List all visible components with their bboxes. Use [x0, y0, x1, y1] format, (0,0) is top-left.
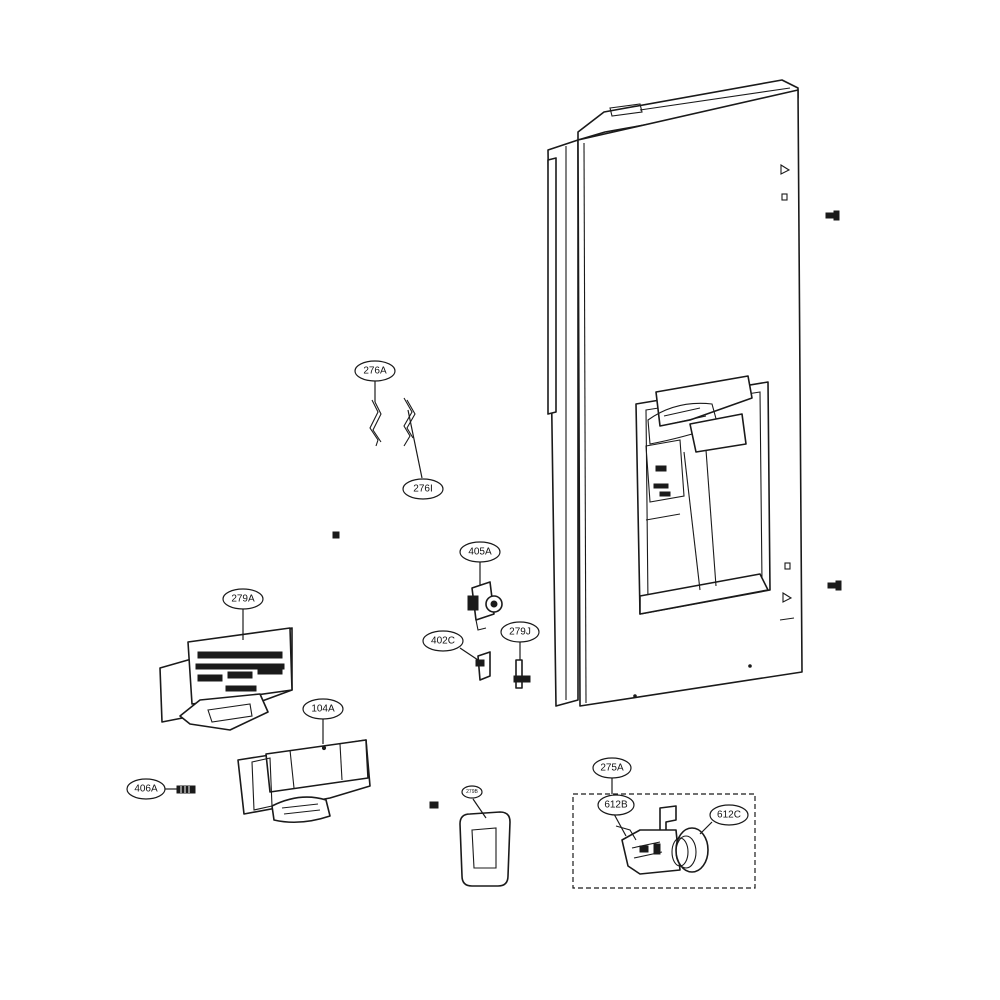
cover-part: [459, 811, 511, 887]
callout-276i: 276I: [402, 478, 444, 500]
callout-402c: 402C: [422, 630, 464, 652]
callout-406a: 406A: [126, 778, 166, 800]
assembly-104a: [237, 739, 371, 824]
assembly-box-275a: [572, 793, 756, 889]
control-panel-279a: [159, 627, 293, 731]
callout-275a: 275A: [592, 757, 632, 779]
screw-406a: [176, 785, 196, 794]
svg-text:612B: 612B: [604, 800, 628, 811]
part-279j: [513, 659, 531, 689]
svg-text:276A: 276A: [363, 366, 387, 377]
svg-text:279J: 279J: [509, 627, 531, 638]
callout-104a: 104A: [302, 698, 344, 720]
motor-assembly-612: [615, 805, 709, 875]
svg-text:612C: 612C: [717, 810, 741, 821]
svg-text:402C: 402C: [431, 636, 455, 647]
spring-276i: [403, 397, 416, 447]
callout-612b: 612B: [597, 794, 635, 816]
small-screw: [332, 531, 340, 539]
callout-small: 279B: [461, 785, 483, 799]
callout-279a: 279A: [222, 588, 264, 610]
switch-405a: [467, 581, 503, 631]
callout-405a: 405A: [459, 541, 501, 563]
callout-279j: 279J: [500, 621, 540, 643]
door-screw-upper: [825, 210, 840, 221]
svg-text:276I: 276I: [413, 484, 432, 495]
callout-276a: 276A: [354, 360, 396, 382]
part-402c: [475, 651, 491, 681]
refrigerator-door: [547, 79, 803, 707]
svg-text:405A: 405A: [468, 547, 492, 558]
callout-612c: 612C: [709, 804, 749, 826]
door-screw-lower: [827, 580, 842, 591]
svg-text:406A: 406A: [134, 784, 158, 795]
spring-276a: [369, 399, 382, 447]
svg-text:275A: 275A: [600, 763, 624, 774]
screw-small-cover: [429, 801, 439, 809]
svg-text:279B: 279B: [466, 789, 478, 795]
svg-text:104A: 104A: [311, 704, 335, 715]
svg-text:279A: 279A: [231, 594, 255, 605]
